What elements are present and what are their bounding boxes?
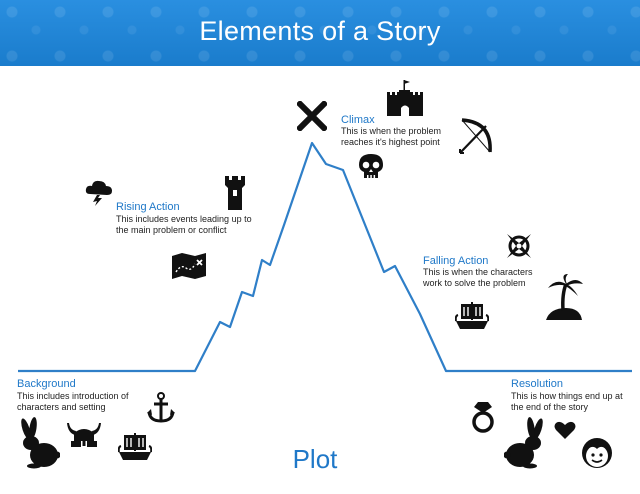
page-title: Elements of a Story [199, 16, 441, 46]
tower-icon [225, 176, 245, 210]
rabbit-icon [504, 417, 543, 469]
plot-line [18, 141, 632, 373]
crossed-swords-icon [297, 101, 327, 131]
viking-ship-icon [455, 302, 489, 329]
climax-description: This is when the problem reaches it's hi… [341, 126, 442, 147]
climax-label: Climax [341, 114, 375, 126]
ring-icon [472, 402, 494, 433]
title-banner: Elements of a Story [0, 0, 640, 66]
viking-ship-icon [118, 433, 152, 460]
plot-title: Plot [292, 444, 338, 474]
heart-icon [554, 421, 576, 439]
background-description: This includes introduction of characters… [17, 391, 129, 412]
anchor-icon [147, 392, 175, 423]
compass-icon [507, 234, 531, 258]
rabbit-icon [21, 417, 60, 469]
bow-and-arrow-icon [459, 118, 492, 154]
falling-action-description: This is when the characters work to solv… [423, 267, 533, 288]
island-icon [546, 274, 583, 320]
rising-action-description: This includes events leading up to the m… [116, 214, 252, 235]
resolution-label: Resolution [511, 378, 563, 390]
storm-cloud-icon [85, 180, 112, 206]
resolution-description: This is how things end up at the end of … [511, 391, 623, 412]
background-label: Background [17, 378, 76, 390]
girl-face-icon [582, 438, 612, 468]
rising-action-label: Rising Action [116, 201, 180, 213]
treasure-map-icon [172, 253, 206, 279]
castle-icon [387, 80, 423, 116]
falling-action-label: Falling Action [423, 255, 489, 267]
viking-helmet-icon [67, 423, 101, 447]
skull-icon [359, 154, 383, 178]
